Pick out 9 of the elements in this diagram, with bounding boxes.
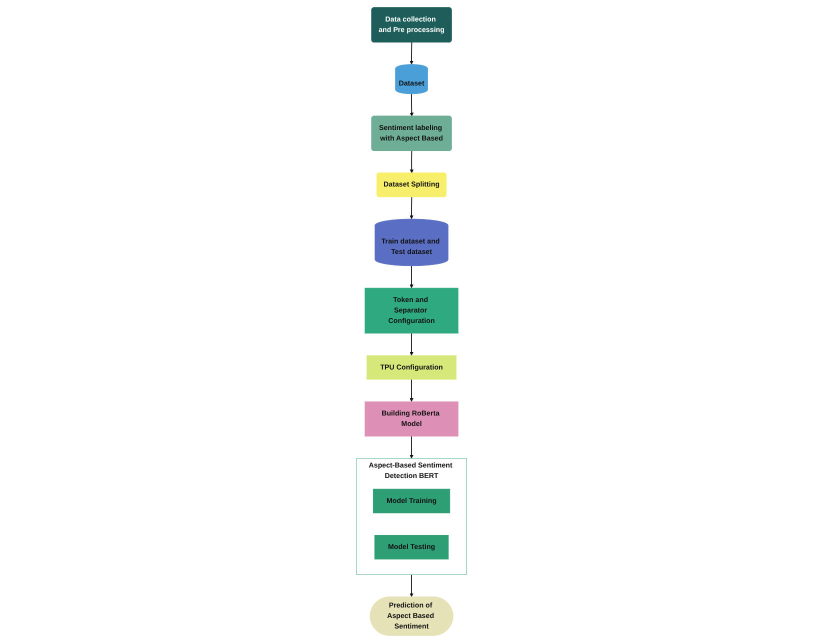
arrow	[410, 150, 414, 174]
arrow	[410, 196, 414, 220]
arrow	[410, 379, 414, 402]
arrow	[410, 93, 414, 116]
arrow	[410, 436, 414, 459]
arrow	[410, 332, 414, 356]
arrow	[410, 42, 414, 65]
arrow	[410, 265, 414, 288]
arrow	[410, 574, 414, 598]
